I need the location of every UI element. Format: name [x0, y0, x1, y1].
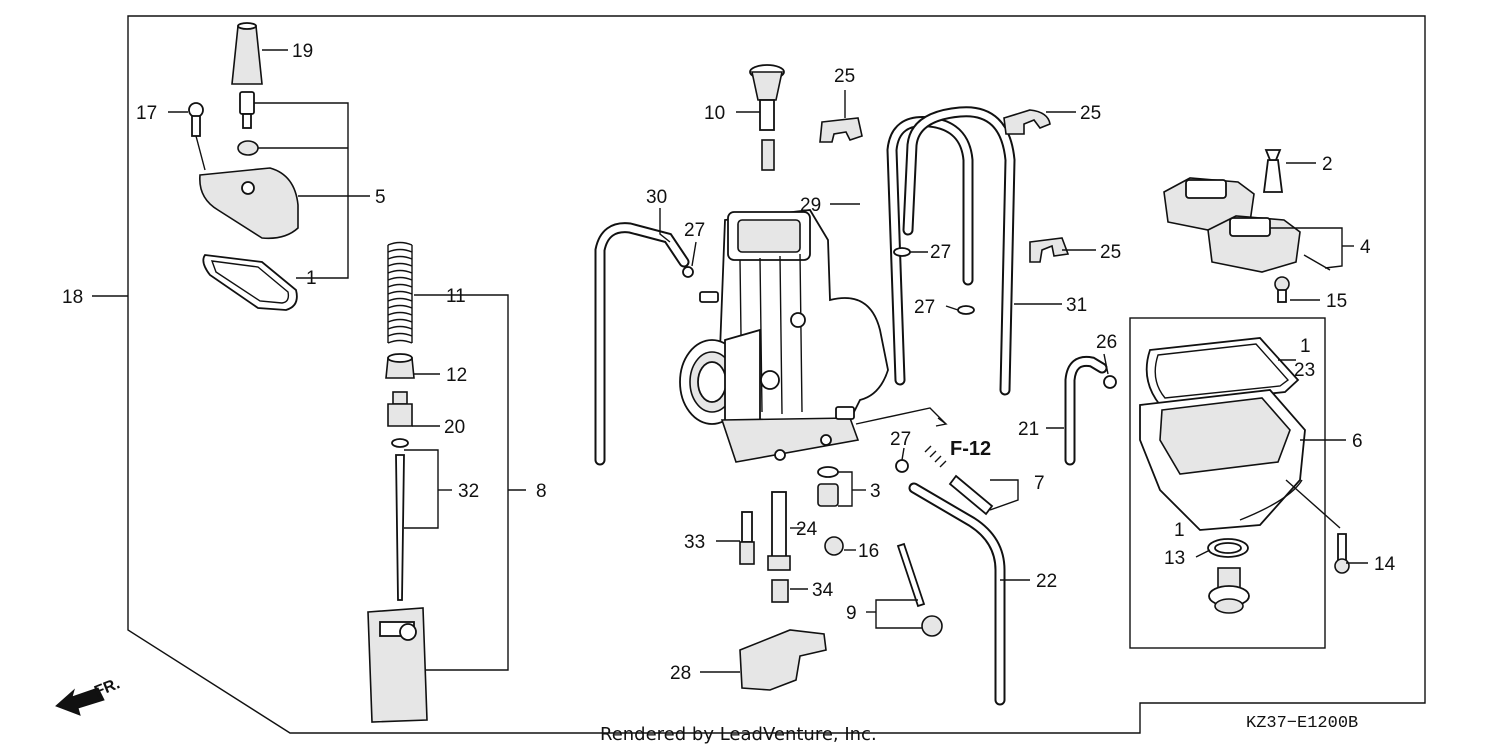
- callout-27-d: 27: [890, 429, 911, 450]
- jet-needle-32: [395, 454, 405, 601]
- callout-21: 21: [1018, 419, 1039, 440]
- washer-3: [817, 466, 839, 478]
- callout-12: 12: [446, 365, 467, 386]
- callout-33: 33: [684, 532, 705, 553]
- callout-7: 7: [1034, 473, 1045, 494]
- diagram-frame: [127, 15, 1426, 734]
- rubber-cap-19: [231, 25, 263, 85]
- callout-20: 20: [444, 417, 465, 438]
- drain-hose-22: [908, 482, 1006, 706]
- callout-3: 3: [870, 481, 881, 502]
- hose-clip-25-right: [1003, 109, 1051, 135]
- callout-28: 28: [670, 663, 691, 684]
- callout-29: 29: [800, 195, 821, 216]
- screw-14: [1337, 533, 1347, 561]
- callout-23: 23: [1294, 360, 1315, 381]
- callout-30: 30: [646, 187, 667, 208]
- main-jet-34: [771, 579, 789, 603]
- clamp-27-b: [893, 247, 911, 257]
- jet-3: [817, 483, 839, 507]
- drawing-code: KZ37−E1200B: [1246, 714, 1358, 733]
- callout-19: 19: [292, 41, 313, 62]
- float-chamber-6: [1139, 389, 1306, 531]
- adjuster-screw: [239, 91, 255, 115]
- pilot-screw-spring: [924, 445, 947, 468]
- throttle-stop-screw-9: [896, 542, 926, 608]
- top-cover-gasket: [202, 254, 298, 311]
- callout-27-a: 27: [684, 220, 705, 241]
- callout-27-b: 27: [930, 242, 951, 263]
- pilot-jet-33: [741, 511, 753, 543]
- drain-plug: [1208, 567, 1250, 614]
- leader-lines: [92, 49, 1368, 673]
- callout-22: 22: [1036, 571, 1057, 592]
- callout-18: 18: [62, 287, 83, 308]
- callout-15: 15: [1326, 291, 1347, 312]
- callout-24: 24: [796, 519, 818, 540]
- callout-25-right: 25: [1080, 103, 1101, 124]
- pilot-screw-7: [948, 474, 994, 516]
- screw-15: [1274, 276, 1290, 292]
- float-bowl-frame: [1129, 317, 1326, 649]
- callout-26: 26: [1096, 332, 1117, 353]
- top-cover-5: [199, 167, 299, 240]
- callout-1-top: 1: [306, 268, 317, 289]
- float-needle-valve-2: [1262, 159, 1284, 193]
- vent-hose-31: [902, 106, 1016, 396]
- callout-6: 6: [1352, 431, 1363, 452]
- callout-16: 16: [858, 541, 879, 562]
- carburetor-body: [679, 209, 889, 463]
- render-credit: Rendered by LeadVenture, Inc.: [600, 724, 877, 745]
- callout-9: 9: [846, 603, 857, 624]
- plug-16: [824, 536, 844, 556]
- overflow-hose-21: [1064, 355, 1108, 466]
- hose-clip-25-top: [819, 117, 863, 143]
- callout-4: 4: [1360, 237, 1371, 258]
- callout-10: 10: [704, 103, 725, 124]
- callout-31: 31: [1066, 295, 1087, 316]
- float-4: [1163, 177, 1331, 273]
- spring-11: [387, 241, 413, 344]
- vent-hose-30: [594, 222, 690, 466]
- clamp-27-c: [957, 305, 975, 315]
- starter-plunger-10: [749, 64, 785, 171]
- cable-bracket-28: [739, 629, 827, 691]
- callout-32: 32: [458, 481, 479, 502]
- clamp-27-d: [895, 459, 909, 473]
- screw-17: [188, 102, 204, 118]
- callout-8: 8: [536, 481, 547, 502]
- callout-5: 5: [375, 187, 386, 208]
- callout-2: 2: [1322, 154, 1333, 175]
- callout-14: 14: [1374, 554, 1396, 575]
- callout-25-top: 25: [834, 66, 855, 87]
- callout-17: 17: [136, 103, 157, 124]
- needle-jet-24: [771, 491, 787, 559]
- front-indicator-label: FR.: [92, 675, 122, 700]
- callout-1-bowl: 1: [1300, 336, 1311, 357]
- callout-34: 34: [812, 580, 834, 601]
- callout-11: 11: [446, 286, 466, 307]
- front-direction-arrow: FR.: [55, 675, 122, 716]
- callout-25-mid: 25: [1100, 242, 1121, 263]
- needle-holder-20: [392, 391, 408, 405]
- callout-1-oring: 1: [1174, 520, 1185, 541]
- clamp-27-a: [682, 266, 694, 278]
- section-reference: F-12: [950, 438, 991, 460]
- callout-27-c: 27: [914, 297, 935, 318]
- callout-13: 13: [1164, 548, 1185, 569]
- lock-nut: [237, 140, 259, 156]
- hose-clip-25-mid: [1029, 237, 1070, 263]
- callout-numbers: 19 17 5 1 18 11 12 20 32 8 10 25 25 25 3…: [62, 41, 1396, 684]
- clamp-26: [1103, 375, 1117, 389]
